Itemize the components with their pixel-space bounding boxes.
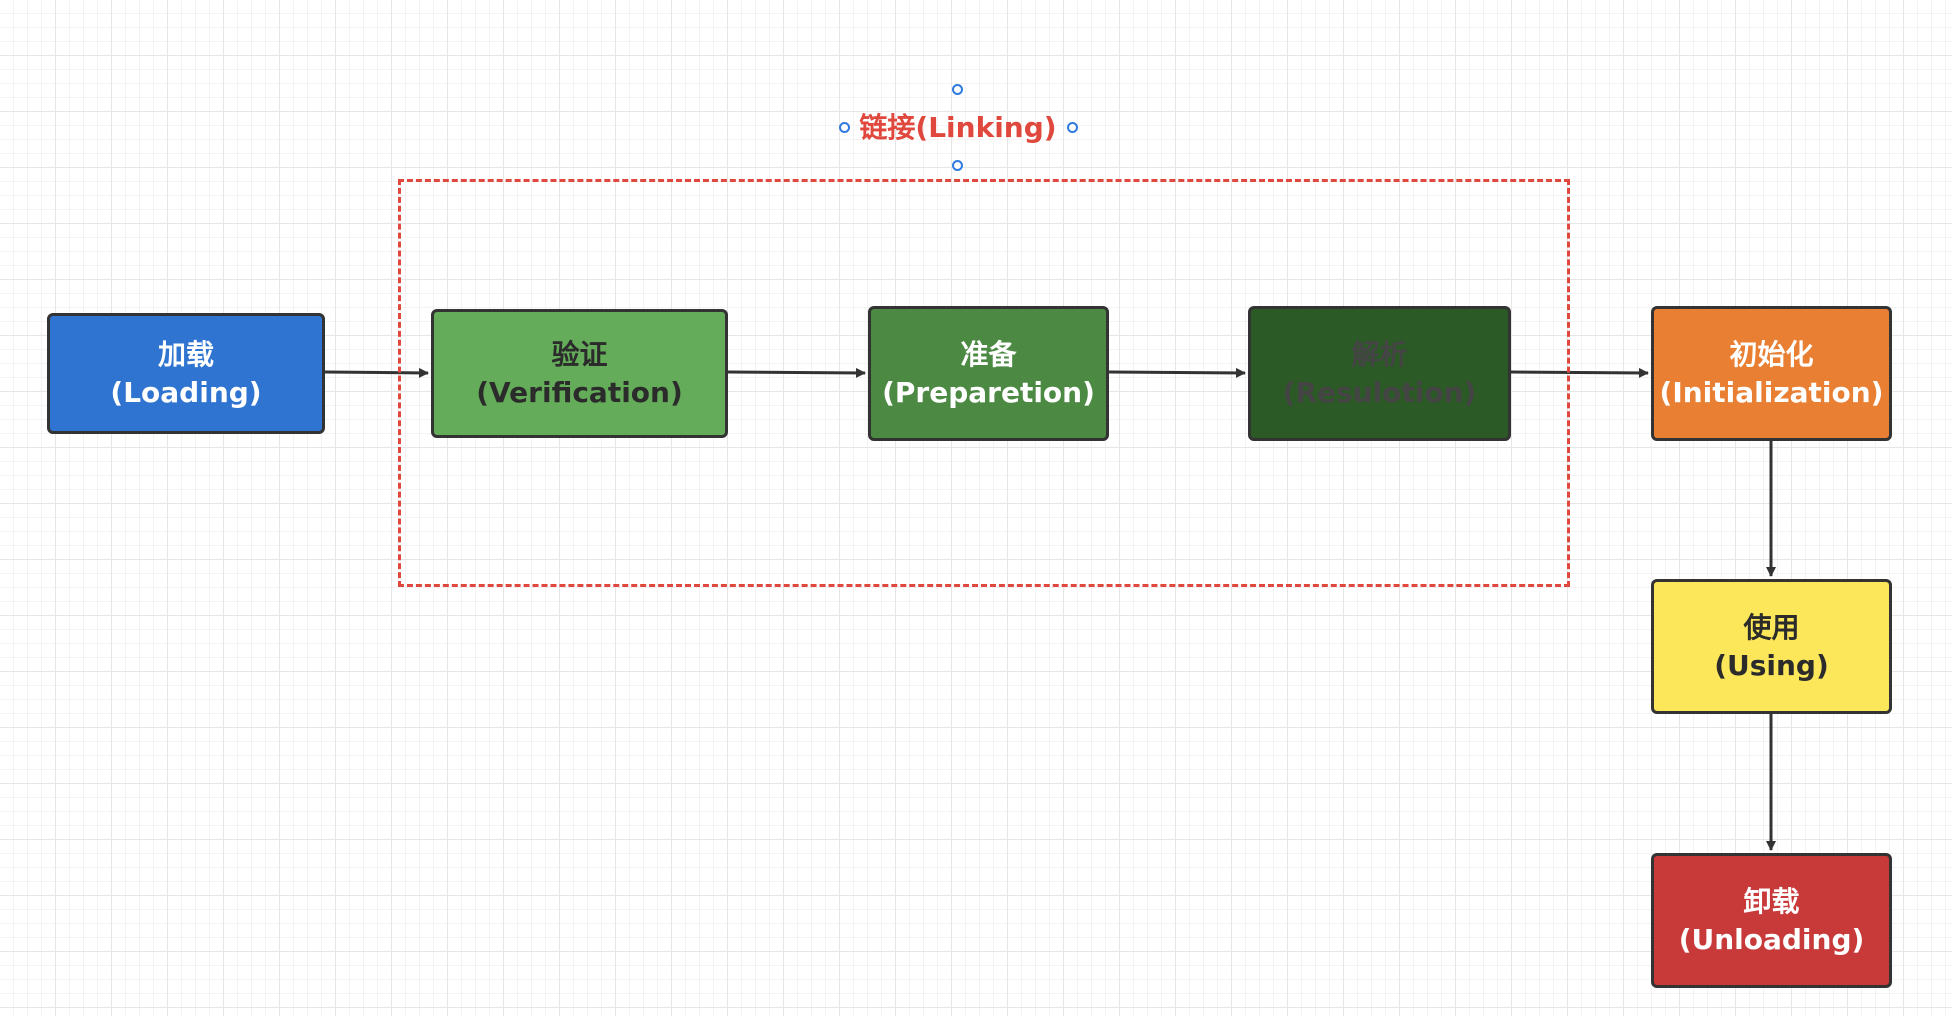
selection-handle-right[interactable] — [1067, 122, 1078, 133]
node-resolution-subtitle: (Resulotion) — [1282, 375, 1477, 409]
selection-handle-bottom[interactable] — [952, 160, 963, 171]
node-loading[interactable]: 加载 (Loading) — [47, 313, 325, 434]
edge-verification-to-preparation[interactable] — [727, 367, 866, 378]
node-resolution-title: 解析 — [1351, 337, 1408, 371]
node-initialization-subtitle: (Initialization) — [1659, 375, 1884, 409]
selection-handle-top[interactable] — [952, 84, 963, 95]
selection-handle-left[interactable] — [839, 122, 850, 133]
node-loading-subtitle: (Loading) — [110, 375, 262, 409]
linking-group-boundary[interactable] — [398, 179, 1570, 587]
node-initialization-title: 初始化 — [1729, 337, 1814, 371]
node-preparation-title: 准备 — [960, 337, 1017, 371]
edge-preparation-to-resolution[interactable] — [1108, 367, 1246, 378]
node-loading-title: 加载 — [157, 337, 214, 371]
node-using-title: 使用 — [1743, 610, 1800, 644]
node-verification-subtitle: (Verification) — [476, 375, 683, 409]
node-preparation[interactable]: 准备 (Preparetion) — [868, 306, 1109, 441]
linking-group-label[interactable]: 链接(Linking) — [859, 111, 1057, 144]
node-unloading-title: 卸载 — [1743, 884, 1800, 918]
node-unloading[interactable]: 卸载 (Unloading) — [1651, 853, 1892, 988]
node-verification[interactable]: 验证 (Verification) — [431, 309, 728, 438]
node-verification-title: 验证 — [551, 337, 608, 371]
node-unloading-subtitle: (Unloading) — [1678, 922, 1865, 956]
node-resolution[interactable]: 解析 (Resulotion) — [1248, 306, 1511, 441]
node-initialization[interactable]: 初始化 (Initialization) — [1651, 306, 1892, 441]
edge-loading-to-verification[interactable] — [324, 367, 429, 378]
edge-resolution-to-initialization[interactable] — [1510, 367, 1649, 378]
node-preparation-subtitle: (Preparetion) — [882, 375, 1095, 409]
node-using[interactable]: 使用 (Using) — [1651, 579, 1892, 714]
node-using-subtitle: (Using) — [1714, 648, 1829, 682]
